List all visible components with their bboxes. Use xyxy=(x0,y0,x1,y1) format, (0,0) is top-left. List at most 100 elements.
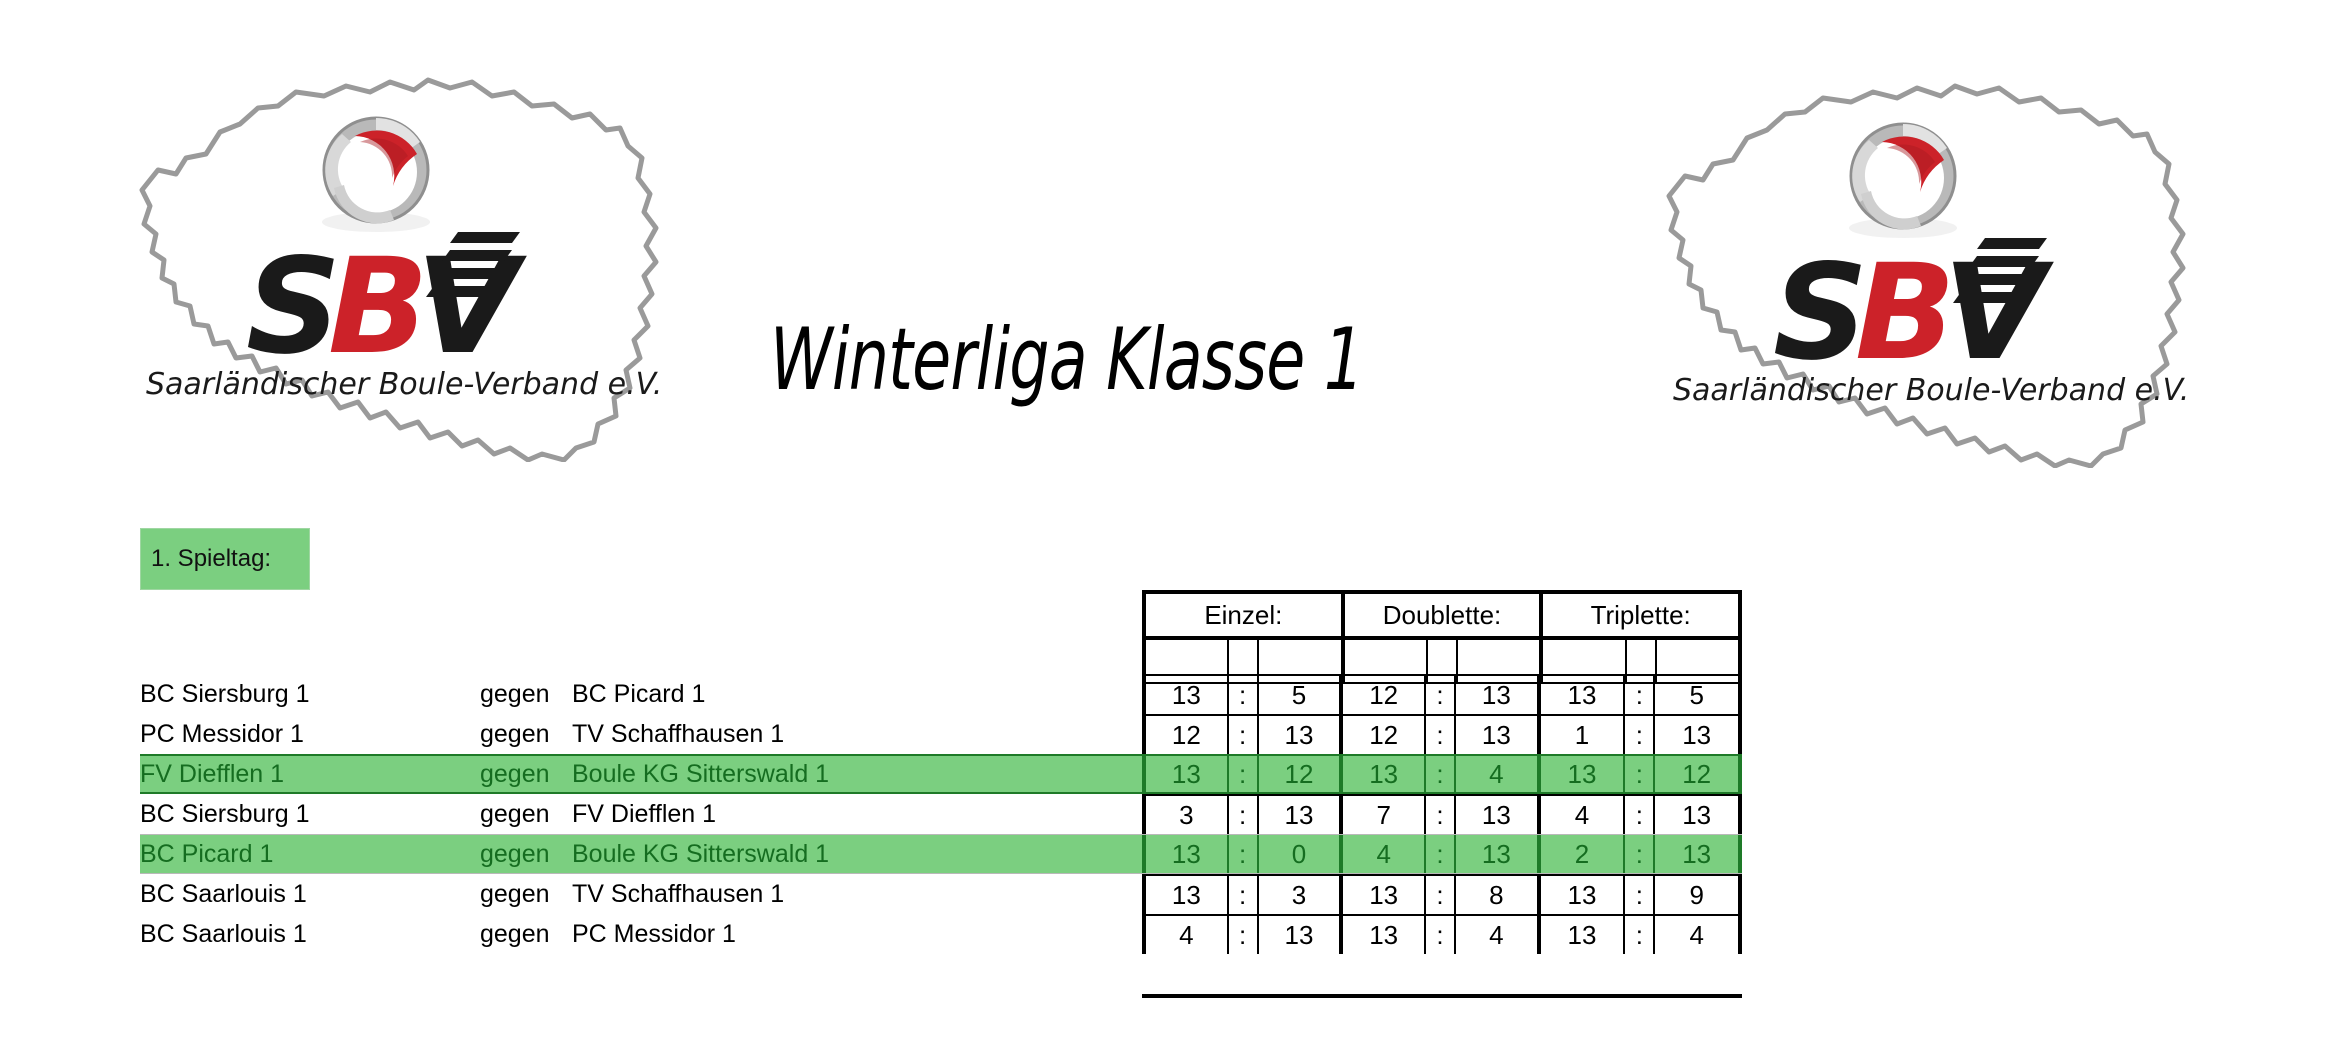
score-group-doublette: 13:4 xyxy=(1343,916,1541,954)
score-group-einzel: 13:3 xyxy=(1146,876,1344,914)
score-separator: : xyxy=(1635,839,1643,869)
score-home: 13 xyxy=(1567,680,1597,710)
score-home: 13 xyxy=(1567,920,1597,950)
home-team-name: PC Messidor 1 xyxy=(140,719,304,748)
versus-label: gegen xyxy=(480,879,550,908)
score-separator: : xyxy=(1239,880,1247,910)
score-separator: : xyxy=(1635,759,1643,789)
score-home: 3 xyxy=(1179,800,1194,830)
score-home: 13 xyxy=(1171,880,1201,910)
sbv-logo-left: S B V Saarländischer Boule-Verband e.V. xyxy=(128,62,688,462)
score-table-header: Einzel: Doublette: Triplette: xyxy=(1142,590,1742,684)
score-group-triplette: 13:5 xyxy=(1541,676,1738,714)
away-team-name: Boule KG Sitterswald 1 xyxy=(572,839,830,868)
sbv-wordmark: S B V xyxy=(1773,236,2054,390)
sbv-wordmark: S B V xyxy=(246,230,527,384)
boule-ball-icon xyxy=(1849,122,1957,238)
score-away: 4 xyxy=(1489,920,1504,950)
versus-label: gegen xyxy=(480,919,550,948)
score-separator: : xyxy=(1436,720,1444,750)
logo-speed-stripes xyxy=(1953,238,2047,303)
score-table-bottom-border xyxy=(1142,994,1742,998)
score-away: 13 xyxy=(1682,800,1712,830)
score-separator: : xyxy=(1635,920,1643,950)
away-team-name: TV Schaffhausen 1 xyxy=(572,879,785,908)
logo-letter-b: B xyxy=(1855,236,1956,390)
score-separator: : xyxy=(1635,680,1643,710)
sbv-logo-right: S B V Saarländischer Boule-Verband e.V. xyxy=(1655,68,2215,468)
score-away: 13 xyxy=(1682,720,1712,750)
score-group-einzel: 13:5 xyxy=(1146,676,1344,714)
score-home: 12 xyxy=(1369,680,1399,710)
score-group-triplette: 1: 13 xyxy=(1541,716,1738,754)
score-separator: : xyxy=(1436,920,1444,950)
score-group-triplette: 13: 4 xyxy=(1541,916,1738,954)
score-home: 2 xyxy=(1574,839,1590,869)
score-separator: : xyxy=(1436,800,1444,830)
score-separator: : xyxy=(1239,720,1247,750)
score-separator: : xyxy=(1436,839,1444,869)
saarland-map-outline xyxy=(139,77,659,462)
versus-label: gegen xyxy=(480,679,550,708)
score-home: 13 xyxy=(1171,839,1201,869)
away-team-name: FV Diefflen 1 xyxy=(572,799,717,828)
logo-org-name: Saarländischer Boule-Verband e.V. xyxy=(146,367,662,402)
subheader-triplette xyxy=(1543,640,1738,682)
score-group-triplette: 13:12 xyxy=(1541,756,1738,792)
logo-letter-s: S xyxy=(1773,236,1868,390)
score-away: 12 xyxy=(1284,759,1314,789)
header-triplette: Triplette: xyxy=(1590,599,1691,630)
score-away: 13 xyxy=(1682,839,1712,869)
logo-speed-stripes xyxy=(426,232,520,297)
score-separator: : xyxy=(1239,680,1247,710)
score-home: 7 xyxy=(1376,800,1391,830)
home-team-name: FV Diefflen 1 xyxy=(140,759,285,788)
score-separator: : xyxy=(1239,920,1247,950)
score-home: 13 xyxy=(1369,880,1399,910)
header-einzel: Einzel: xyxy=(1146,594,1345,636)
score-home: 13 xyxy=(1567,880,1597,910)
score-separator: : xyxy=(1239,839,1247,869)
score-away: 4 xyxy=(1489,759,1504,789)
score-separator: : xyxy=(1239,759,1247,789)
score-separator: : xyxy=(1239,800,1247,830)
home-team-name: BC Saarlouis 1 xyxy=(140,919,307,948)
home-team-name: BC Picard 1 xyxy=(140,839,274,868)
match-teams: BC Siersburg 1 gegen FV Diefflen 1 xyxy=(140,794,1142,834)
score-away: 13 xyxy=(1481,800,1511,830)
versus-label: gegen xyxy=(480,759,550,788)
score-separator: : xyxy=(1635,720,1643,750)
score-home: 13 xyxy=(1369,759,1399,789)
subheader-einzel xyxy=(1146,640,1345,682)
score-away: 4 xyxy=(1689,920,1704,950)
score-away: 13 xyxy=(1284,800,1314,830)
versus-label: gegen xyxy=(480,719,550,748)
score-group-einzel: 12:13 xyxy=(1146,716,1344,754)
versus-label: gegen xyxy=(480,839,550,868)
score-home: 13 xyxy=(1567,759,1597,789)
versus-label: gegen xyxy=(480,799,550,828)
score-away: 0 xyxy=(1291,839,1307,869)
score-group-doublette: 12:13 xyxy=(1343,676,1541,714)
subheader-sep xyxy=(1227,640,1260,682)
score-home: 1 xyxy=(1574,720,1590,750)
score-separator: : xyxy=(1436,680,1444,710)
score-separator: : xyxy=(1635,800,1643,830)
score-home: 12 xyxy=(1369,720,1399,750)
score-separator: : xyxy=(1635,880,1643,910)
home-team-name: BC Siersburg 1 xyxy=(140,799,310,828)
matchday-label: 1. Spieltag: xyxy=(151,545,272,572)
score-group-doublette: 13:8 xyxy=(1343,876,1541,914)
score-home: 4 xyxy=(1179,920,1194,950)
